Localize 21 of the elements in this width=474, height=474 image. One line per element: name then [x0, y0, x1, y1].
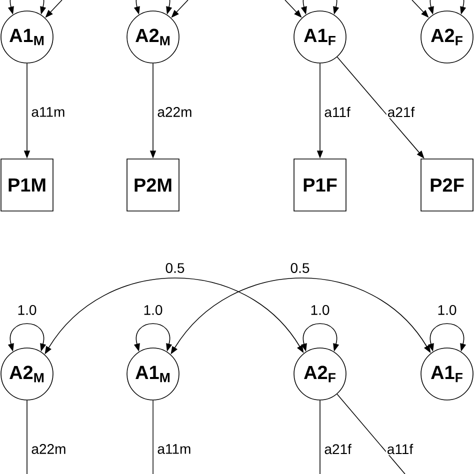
- edge-label: a22m: [32, 444, 66, 454]
- observed-variable-box: P1F: [294, 158, 346, 212]
- path-line: [152, 400, 154, 474]
- path-line: [336, 394, 406, 474]
- edge-label: a21f: [386, 106, 416, 118]
- edge-label: 1.0: [311, 305, 330, 315]
- edge-label: a21f: [324, 444, 352, 454]
- edge-label: 1.0: [18, 305, 36, 315]
- edge-label: 1.0: [438, 305, 456, 315]
- observed-variable-box: P2F: [420, 158, 474, 212]
- edge-label: a11m: [32, 107, 64, 117]
- edge-label: a11f: [386, 442, 414, 456]
- edge-label: 0.5: [290, 263, 310, 273]
- edge-label: 1.0: [144, 305, 162, 315]
- edge-label: a11f: [324, 106, 350, 118]
- observed-variable-box: P1M: [0, 158, 54, 212]
- edge-label: a11m: [158, 444, 190, 454]
- edge-label: a22m: [158, 107, 192, 117]
- path-line: [26, 400, 28, 474]
- edge-label: 0.5: [166, 263, 184, 273]
- observed-variable-box: P2M: [126, 158, 180, 212]
